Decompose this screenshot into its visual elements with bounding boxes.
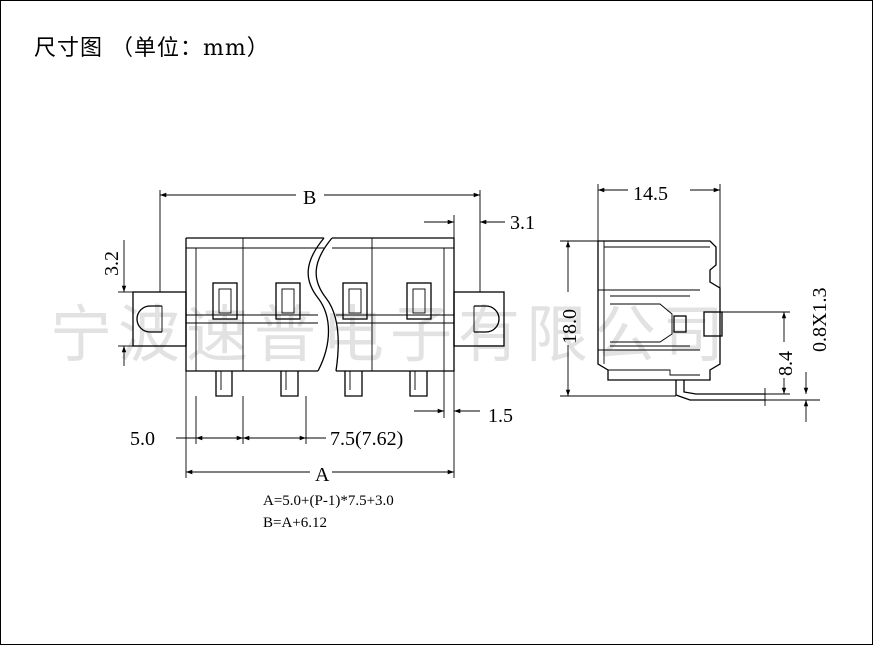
dim-B-label: B	[303, 187, 316, 209]
dim-1-5-label: 1.5	[488, 405, 513, 427]
dim-5-0-label: 5.0	[130, 428, 155, 450]
dim-3-1-label: 3.1	[510, 212, 535, 234]
page-title: 尺寸图 （单位：mm）	[34, 36, 270, 61]
dim-3-2-label: 3.2	[101, 251, 123, 276]
side-view: 14.5 18.0 8.4 0.8X1.3	[559, 183, 831, 422]
dim-18-0-label: 18.0	[559, 309, 581, 344]
front-view: B 3.1 3.2 1.5 5.0 7.5(7.62) A	[101, 187, 535, 531]
dim-A-label: A	[315, 464, 330, 486]
formula-B: B=A+6.12	[263, 515, 327, 531]
formula-A: A=5.0+(P-1)*7.5+3.0	[263, 493, 394, 509]
dim-0-8x1-3-label: 0.8X1.3	[809, 288, 831, 352]
dim-7-5-label: 7.5(7.62)	[330, 428, 403, 450]
dim-14-5-label: 14.5	[633, 183, 668, 205]
watermark-text: 宁波速普电子有限公司	[50, 298, 730, 371]
dim-8-4-label: 8.4	[775, 351, 797, 376]
